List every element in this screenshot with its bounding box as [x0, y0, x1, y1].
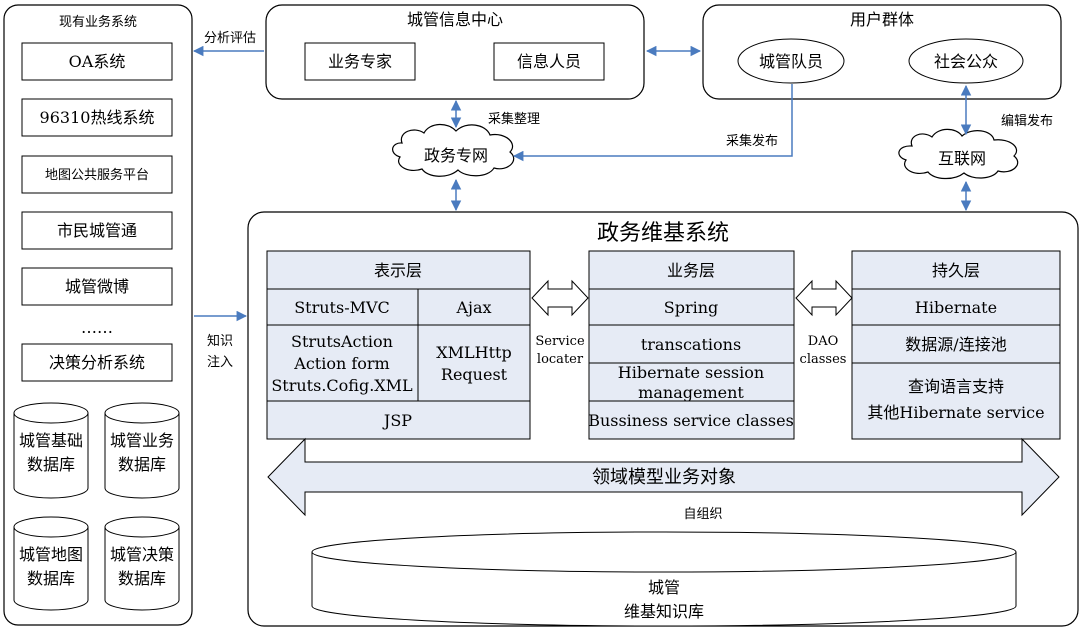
- database-decision-label-1: 城管决策: [110, 545, 174, 564]
- wiki-system-panel: 政务维基系统 表示层 Struts-MVC Ajax StrutsAction …: [247, 211, 1079, 627]
- business-layer: [588, 250, 795, 440]
- city-officer-ellipse: [737, 38, 845, 84]
- query-lang-label: 查询语言支持: [908, 377, 1004, 396]
- knowledge-base-label-1: 城管: [648, 578, 680, 597]
- database-business-label-1: 城管业务: [110, 431, 174, 450]
- system-citizen-label: 市民城管通: [57, 221, 137, 240]
- jsp-label: JSP: [382, 411, 412, 430]
- business-service-label: Bussiness service classes: [588, 411, 794, 430]
- database-cylinder-map: 城管地图 数据库: [13, 516, 89, 611]
- domain-model-label: 领域模型业务对象: [592, 467, 736, 488]
- database-map-label-1: 城管地图: [19, 545, 83, 564]
- knowledge-base-cylinder: 城管 维基知识库: [311, 531, 1017, 627]
- label-edit-publish: 编辑发布: [1001, 113, 1053, 129]
- xmlhttp-label: XMLHttp: [436, 343, 511, 362]
- wiki-system-title: 政务维基系统: [597, 221, 729, 246]
- info-staff-label: 信息人员: [517, 52, 581, 71]
- system-box-hotline: [21, 98, 173, 137]
- persistence-layer: [851, 250, 1061, 440]
- system-box-map-platform: [21, 155, 173, 194]
- system-weibo-label: 城管微博: [65, 277, 129, 296]
- struts-action-label: StrutsAction: [291, 332, 393, 351]
- arrow-collect-publish: [512, 84, 793, 162]
- transactions-label: transcations: [641, 335, 741, 354]
- service-locater-label-1: Service: [535, 334, 585, 349]
- database-map-label-2: 数据库: [27, 569, 75, 588]
- system-map-platform-label: 地图公共服务平台: [45, 167, 149, 183]
- system-hotline-label: 96310热线系统: [40, 108, 155, 127]
- service-locater-double-arrow: [531, 279, 589, 317]
- self-organize-label: 自组织: [683, 507, 722, 522]
- spring-label: Spring: [664, 298, 719, 317]
- system-box-citizen: [21, 211, 173, 250]
- public-ellipse: [908, 38, 1024, 84]
- dao-label-1: DAO: [808, 334, 838, 349]
- database-business-label-2: 数据库: [118, 455, 166, 474]
- system-oa-label: OA系统: [69, 52, 126, 71]
- database-basic-label-2: 数据库: [27, 455, 75, 474]
- presentation-layer: [266, 250, 531, 440]
- system-ellipsis: ……: [81, 318, 113, 337]
- domain-model-arrow: [267, 437, 1060, 517]
- user-group-panel: 用户群体 城管队员 社会公众: [702, 4, 1062, 100]
- management-label: management: [638, 383, 744, 402]
- datasource-label: 数据源/连接池: [905, 335, 1006, 354]
- system-box-oa: [21, 42, 173, 81]
- user-group-title: 用户群体: [850, 10, 914, 29]
- label-analyze: 分析评估: [204, 31, 256, 46]
- request-label: Request: [441, 365, 508, 384]
- label-knowledge-2: 注入: [207, 355, 233, 370]
- business-expert-label: 业务专家: [328, 52, 392, 71]
- presentation-title: 表示层: [374, 261, 422, 280]
- internet-cloud: 互联网: [898, 128, 1019, 180]
- existing-systems-title: 现有业务系统: [59, 14, 137, 30]
- gov-network-cloud: 政务专网: [392, 123, 515, 177]
- dao-label-2: classes: [800, 352, 847, 367]
- existing-systems-panel: 现有业务系统 OA系统 96310热线系统 地图公共服务平台 市民城管通 城管微…: [3, 4, 193, 626]
- knowledge-base-label-2: 维基知识库: [624, 602, 704, 621]
- label-knowledge-1: 知识: [207, 333, 233, 349]
- internet-label: 互联网: [938, 149, 986, 168]
- info-center-title: 城管信息中心: [407, 10, 503, 29]
- business-title: 业务层: [667, 261, 715, 280]
- info-center-panel: 城管信息中心 业务专家 信息人员: [265, 4, 645, 100]
- persistence-title: 持久层: [932, 261, 980, 280]
- business-expert-box: [304, 42, 416, 81]
- other-hibernate-label: 其他Hibernate service: [867, 403, 1044, 422]
- database-cylinder-decision: 城管决策 数据库: [104, 516, 180, 611]
- dao-double-arrow: [795, 279, 853, 317]
- city-officer-label: 城管队员: [759, 52, 823, 71]
- struts-config-label: Struts.Cofig.XML: [271, 376, 413, 395]
- database-cylinder-basic: 城管基础 数据库: [13, 402, 89, 499]
- info-staff-box: [493, 42, 605, 81]
- hibernate-session-label: Hibernate session: [618, 363, 764, 382]
- service-locater-label-2: locater: [537, 352, 584, 367]
- label-collect-publish: 采集发布: [726, 133, 778, 149]
- public-label: 社会公众: [934, 52, 998, 71]
- database-cylinder-business: 城管业务 数据库: [104, 402, 180, 499]
- label-collect-organize: 采集整理: [488, 111, 540, 127]
- system-box-decision: [21, 343, 173, 382]
- gov-network-label: 政务专网: [424, 146, 488, 165]
- system-decision-label: 决策分析系统: [49, 353, 145, 372]
- struts-mvc-label: Struts-MVC: [294, 298, 390, 317]
- hibernate-label: Hibernate: [915, 298, 997, 317]
- action-form-label: Action form: [293, 354, 389, 373]
- ajax-label: Ajax: [455, 298, 491, 317]
- database-basic-label-1: 城管基础: [19, 431, 83, 450]
- system-box-weibo: [21, 267, 173, 306]
- database-decision-label-2: 数据库: [118, 569, 166, 588]
